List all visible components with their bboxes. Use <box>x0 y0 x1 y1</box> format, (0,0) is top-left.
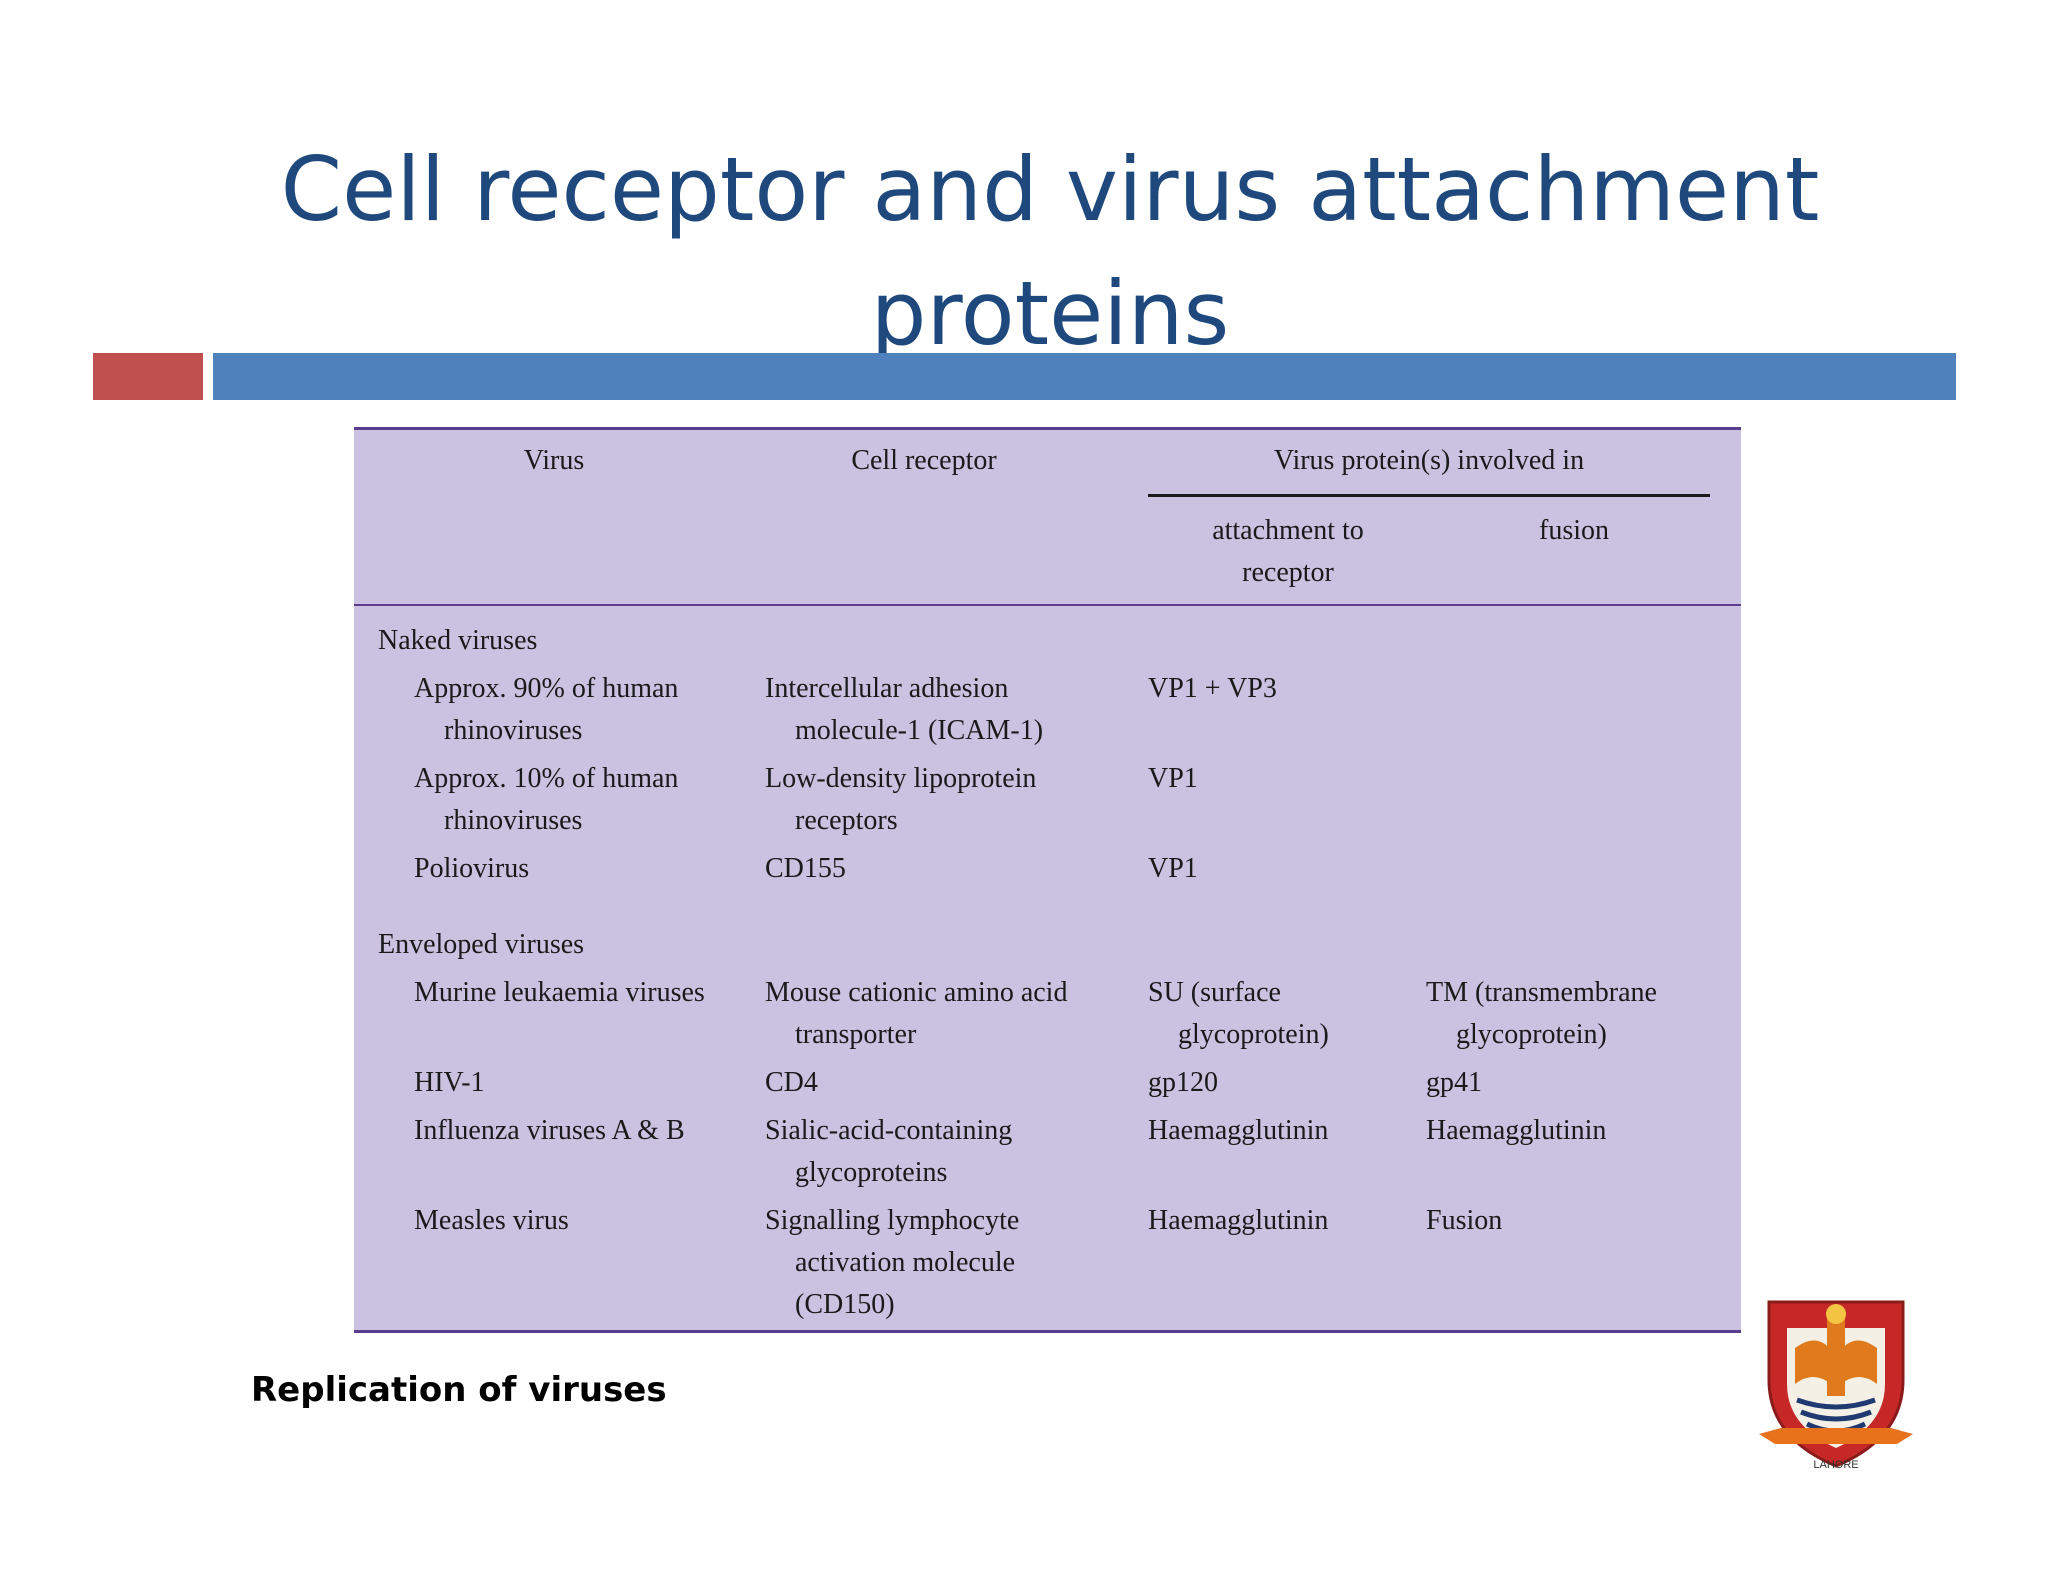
cell-attachment: SU (surface glycoprotein) <box>1148 972 1329 1056</box>
cell-line: Approx. 10% of human <box>414 763 679 794</box>
cell-line: glycoproteins <box>795 1157 948 1188</box>
cell-attachment: gp120 <box>1148 1062 1218 1104</box>
title-line-2: proteins <box>870 262 1230 365</box>
cell-virus: HIV-1 <box>414 1062 485 1104</box>
title-line-1: Cell receptor and virus attachment <box>280 138 1820 241</box>
cell-line: glycoprotein) <box>1178 1019 1329 1050</box>
accent-bar-red <box>93 353 203 400</box>
cell-line: Low-density lipoprotein <box>765 763 1037 794</box>
logo-caption: LAHORE <box>1813 1459 1858 1471</box>
table-body: Virus Cell receptor Virus protein(s) inv… <box>354 430 1741 1330</box>
cell-line: Haemagglutinin <box>1426 1115 1607 1146</box>
header-group-rule <box>1148 494 1710 497</box>
header-attachment-line-2: receptor <box>1242 557 1334 588</box>
group-label: Enveloped viruses <box>378 929 585 960</box>
cell-line: VP1 <box>1148 853 1198 884</box>
cell-line: gp120 <box>1148 1067 1218 1098</box>
cell-line: Signalling lymphocyte <box>765 1205 1020 1236</box>
header-virus: Virus <box>523 445 585 476</box>
cell-attachment: VP1 <box>1148 758 1198 800</box>
cell-virus: Influenza viruses A & B <box>414 1110 685 1152</box>
header-bottom-rule <box>354 604 1741 606</box>
cell-line: (CD150) <box>795 1289 895 1320</box>
cell-virus: Approx. 10% of human rhinoviruses <box>414 758 678 842</box>
cell-line: Sialic-acid-containing <box>765 1115 1013 1146</box>
cell-fusion: TM (transmembrane glycoprotein) <box>1426 972 1657 1056</box>
cell-line: Haemagglutinin <box>1148 1115 1329 1146</box>
cell-line: Influenza viruses A & B <box>414 1115 685 1146</box>
cell-line: receptors <box>795 805 898 836</box>
cell-line: VP1 <box>1148 763 1198 794</box>
header-cell-receptor: Cell receptor <box>851 445 997 476</box>
cell-attachment: VP1 <box>1148 848 1198 890</box>
cell-receptor: Intercellular adhesion molecule-1 (ICAM-1… <box>765 668 1043 752</box>
cell-line: CD4 <box>765 1067 818 1098</box>
cell-attachment: Haemagglutinin <box>1148 1200 1328 1242</box>
cell-line: Murine leukaemia viruses <box>414 977 705 1008</box>
accent-bar-blue <box>213 353 1956 400</box>
receptor-table: Virus Cell receptor Virus protein(s) inv… <box>354 427 1741 1333</box>
header-attachment: attachment to receptor <box>1148 510 1428 594</box>
cell-line: Intercellular adhesion <box>765 673 1009 704</box>
cell-attachment: Haemagglutinin <box>1148 1110 1328 1152</box>
cell-line: molecule-1 (ICAM-1) <box>795 715 1044 746</box>
cell-receptor: Sialic-acid-containing glycoproteins <box>765 1110 1012 1194</box>
group-label: Naked viruses <box>378 625 538 656</box>
university-crest-logo: LAHORE <box>1759 1300 1913 1471</box>
cell-receptor: CD4 <box>765 1062 818 1104</box>
cell-line: VP1 + VP3 <box>1148 673 1277 704</box>
cell-receptor: Low-density lipoprotein receptors <box>765 758 1036 842</box>
cell-line: Mouse cationic amino acid <box>765 977 1068 1008</box>
footer-text: Replication of viruses <box>251 1370 667 1410</box>
cell-line: rhinoviruses <box>444 805 583 836</box>
header-fusion: fusion <box>1539 515 1609 546</box>
cell-receptor: Signalling lymphocyte activation molecule… <box>765 1200 1019 1326</box>
cell-line: gp41 <box>1426 1067 1482 1098</box>
cell-virus: Murine leukaemia viruses <box>414 972 705 1014</box>
cell-fusion: gp41 <box>1426 1062 1482 1104</box>
cell-line: Approx. 90% of human <box>414 673 679 704</box>
cell-fusion: Haemagglutinin <box>1426 1110 1606 1152</box>
slide-title: Cell receptor and virus attachment prote… <box>250 128 1850 376</box>
header-protein-group: Virus protein(s) involved in <box>1273 445 1585 476</box>
cell-line: Fusion <box>1426 1205 1503 1236</box>
cell-virus: Measles virus <box>414 1200 569 1242</box>
cell-line: SU (surface <box>1148 977 1281 1008</box>
cell-virus: Poliovirus <box>414 848 529 890</box>
cell-line: glycoprotein) <box>1456 1019 1607 1050</box>
cell-line: Measles virus <box>414 1205 569 1236</box>
header-attachment-line-1: attachment to <box>1212 515 1364 546</box>
cell-fusion: Fusion <box>1426 1200 1502 1242</box>
cell-receptor: CD155 <box>765 848 846 890</box>
cell-line: Haemagglutinin <box>1148 1205 1329 1236</box>
cell-line: rhinoviruses <box>444 715 583 746</box>
cell-line: Poliovirus <box>414 853 530 884</box>
cell-line: CD155 <box>765 853 846 884</box>
cell-attachment: VP1 + VP3 <box>1148 668 1277 710</box>
cell-line: TM (transmembrane <box>1426 977 1657 1008</box>
cell-line: transporter <box>795 1019 917 1050</box>
cell-virus: Approx. 90% of human rhinoviruses <box>414 668 678 752</box>
cell-line: HIV-1 <box>414 1067 485 1098</box>
cell-receptor: Mouse cationic amino acid transporter <box>765 972 1067 1056</box>
cell-line: activation molecule <box>795 1247 1016 1278</box>
